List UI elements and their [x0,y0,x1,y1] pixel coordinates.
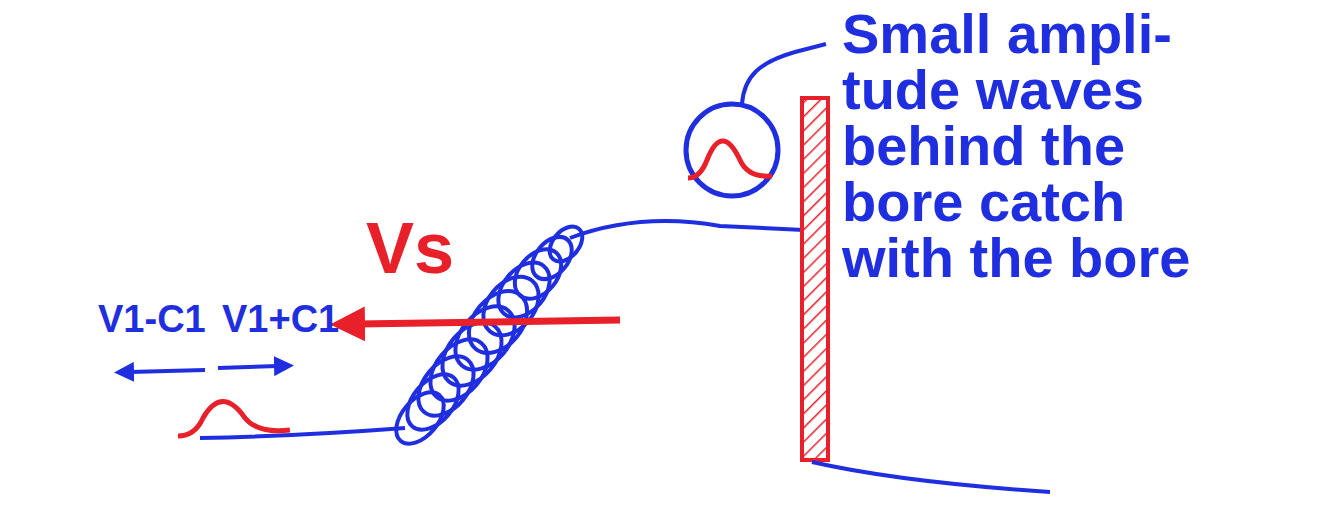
ground-line [812,462,1050,492]
small-wave-behind [688,141,772,178]
speed-label: Vs [366,212,454,284]
speed-label: V1-C1 [98,300,206,338]
leader-line [742,44,826,104]
left-characteristic-arrow [130,370,205,372]
wall [802,98,828,460]
bore-speed-arrow [358,320,620,324]
callout-note: Small ampli- tude waves behind the bore … [842,6,1242,286]
highlight-circle [686,104,778,196]
small-wave-ahead [178,402,290,437]
speed-label: V1+C1 [222,300,339,338]
water-surface-low [200,428,405,438]
water-surface-high [570,221,804,238]
right-characteristic-arrow [218,366,278,368]
